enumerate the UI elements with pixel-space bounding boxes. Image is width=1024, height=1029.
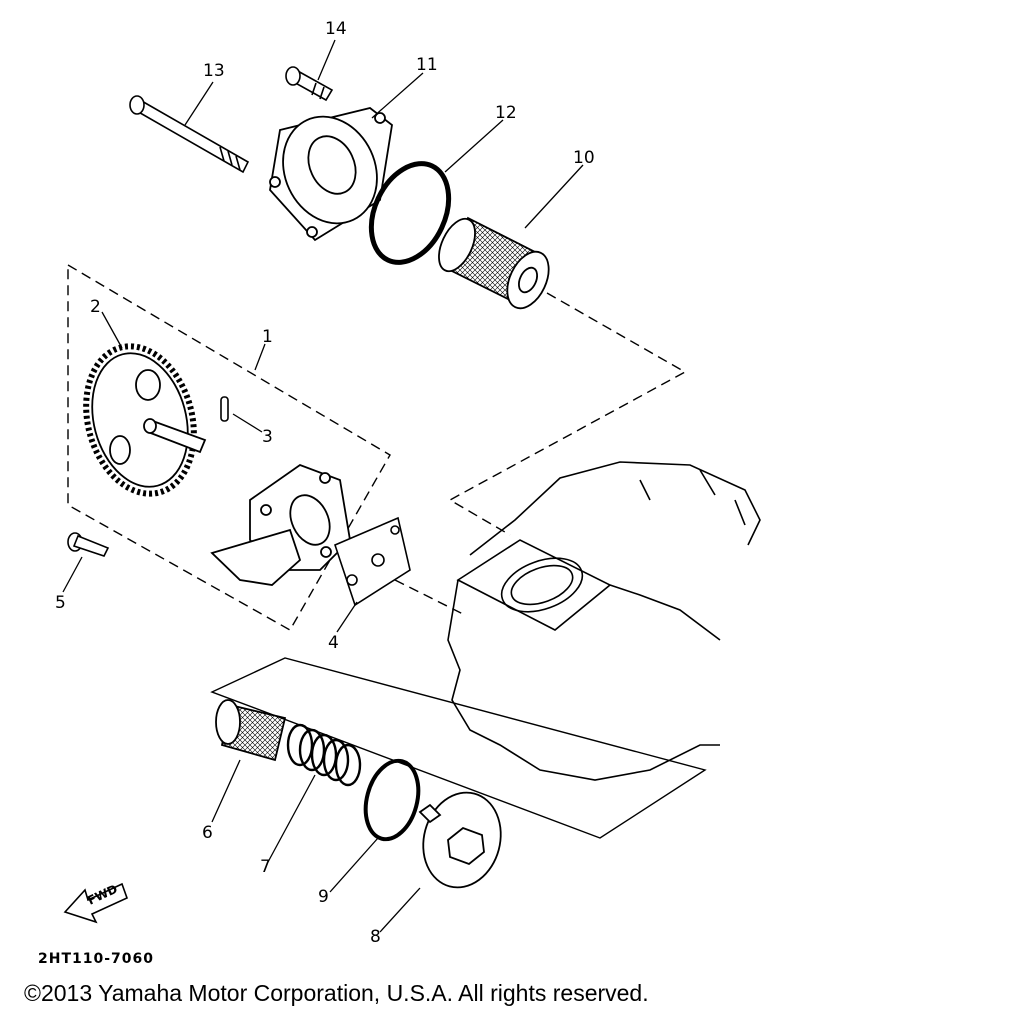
part-label-4: 4 bbox=[328, 633, 339, 653]
oil-pump-body bbox=[210, 463, 351, 586]
part-label-3: 3 bbox=[262, 427, 273, 447]
crankcase bbox=[447, 461, 761, 781]
o-ring-large bbox=[368, 161, 452, 265]
drain-plug bbox=[418, 791, 502, 889]
strainer-screen bbox=[215, 699, 287, 762]
part-label-13: 13 bbox=[203, 61, 225, 81]
pump-screw bbox=[67, 532, 110, 557]
long-bolt bbox=[129, 95, 250, 174]
short-bolt bbox=[285, 66, 334, 102]
part-label-12: 12 bbox=[495, 103, 517, 123]
leader-lines bbox=[62, 39, 584, 933]
filter-cover bbox=[269, 107, 393, 242]
o-ring-small bbox=[363, 758, 421, 842]
compression-spring bbox=[286, 723, 362, 787]
part-label-7: 7 bbox=[260, 857, 271, 877]
part-label-6: 6 bbox=[202, 823, 213, 843]
part-label-11: 11 bbox=[416, 55, 438, 75]
pump-gasket bbox=[334, 516, 411, 607]
pump-gear bbox=[83, 343, 207, 497]
drawing-code: 2HT110-7060 bbox=[38, 951, 154, 967]
part-label-9: 9 bbox=[318, 887, 329, 907]
part-label-14: 14 bbox=[325, 19, 347, 39]
strainer-group-outline bbox=[210, 657, 707, 839]
copyright-notice: ©2013 Yamaha Motor Corporation, U.S.A. A… bbox=[24, 980, 649, 1006]
part-label-10: 10 bbox=[573, 148, 595, 168]
dowel-pin bbox=[220, 396, 229, 422]
fwd-arrow-icon: FWD bbox=[63, 882, 129, 924]
part-number-labels: 14 13 11 12 10 1 2 3 5 4 6 7 9 8 bbox=[55, 19, 595, 947]
part-label-1: 1 bbox=[262, 327, 273, 347]
part-label-8: 8 bbox=[370, 927, 381, 947]
part-label-2: 2 bbox=[90, 297, 101, 317]
oil-filter-element bbox=[438, 216, 550, 310]
part-label-5: 5 bbox=[55, 593, 66, 613]
